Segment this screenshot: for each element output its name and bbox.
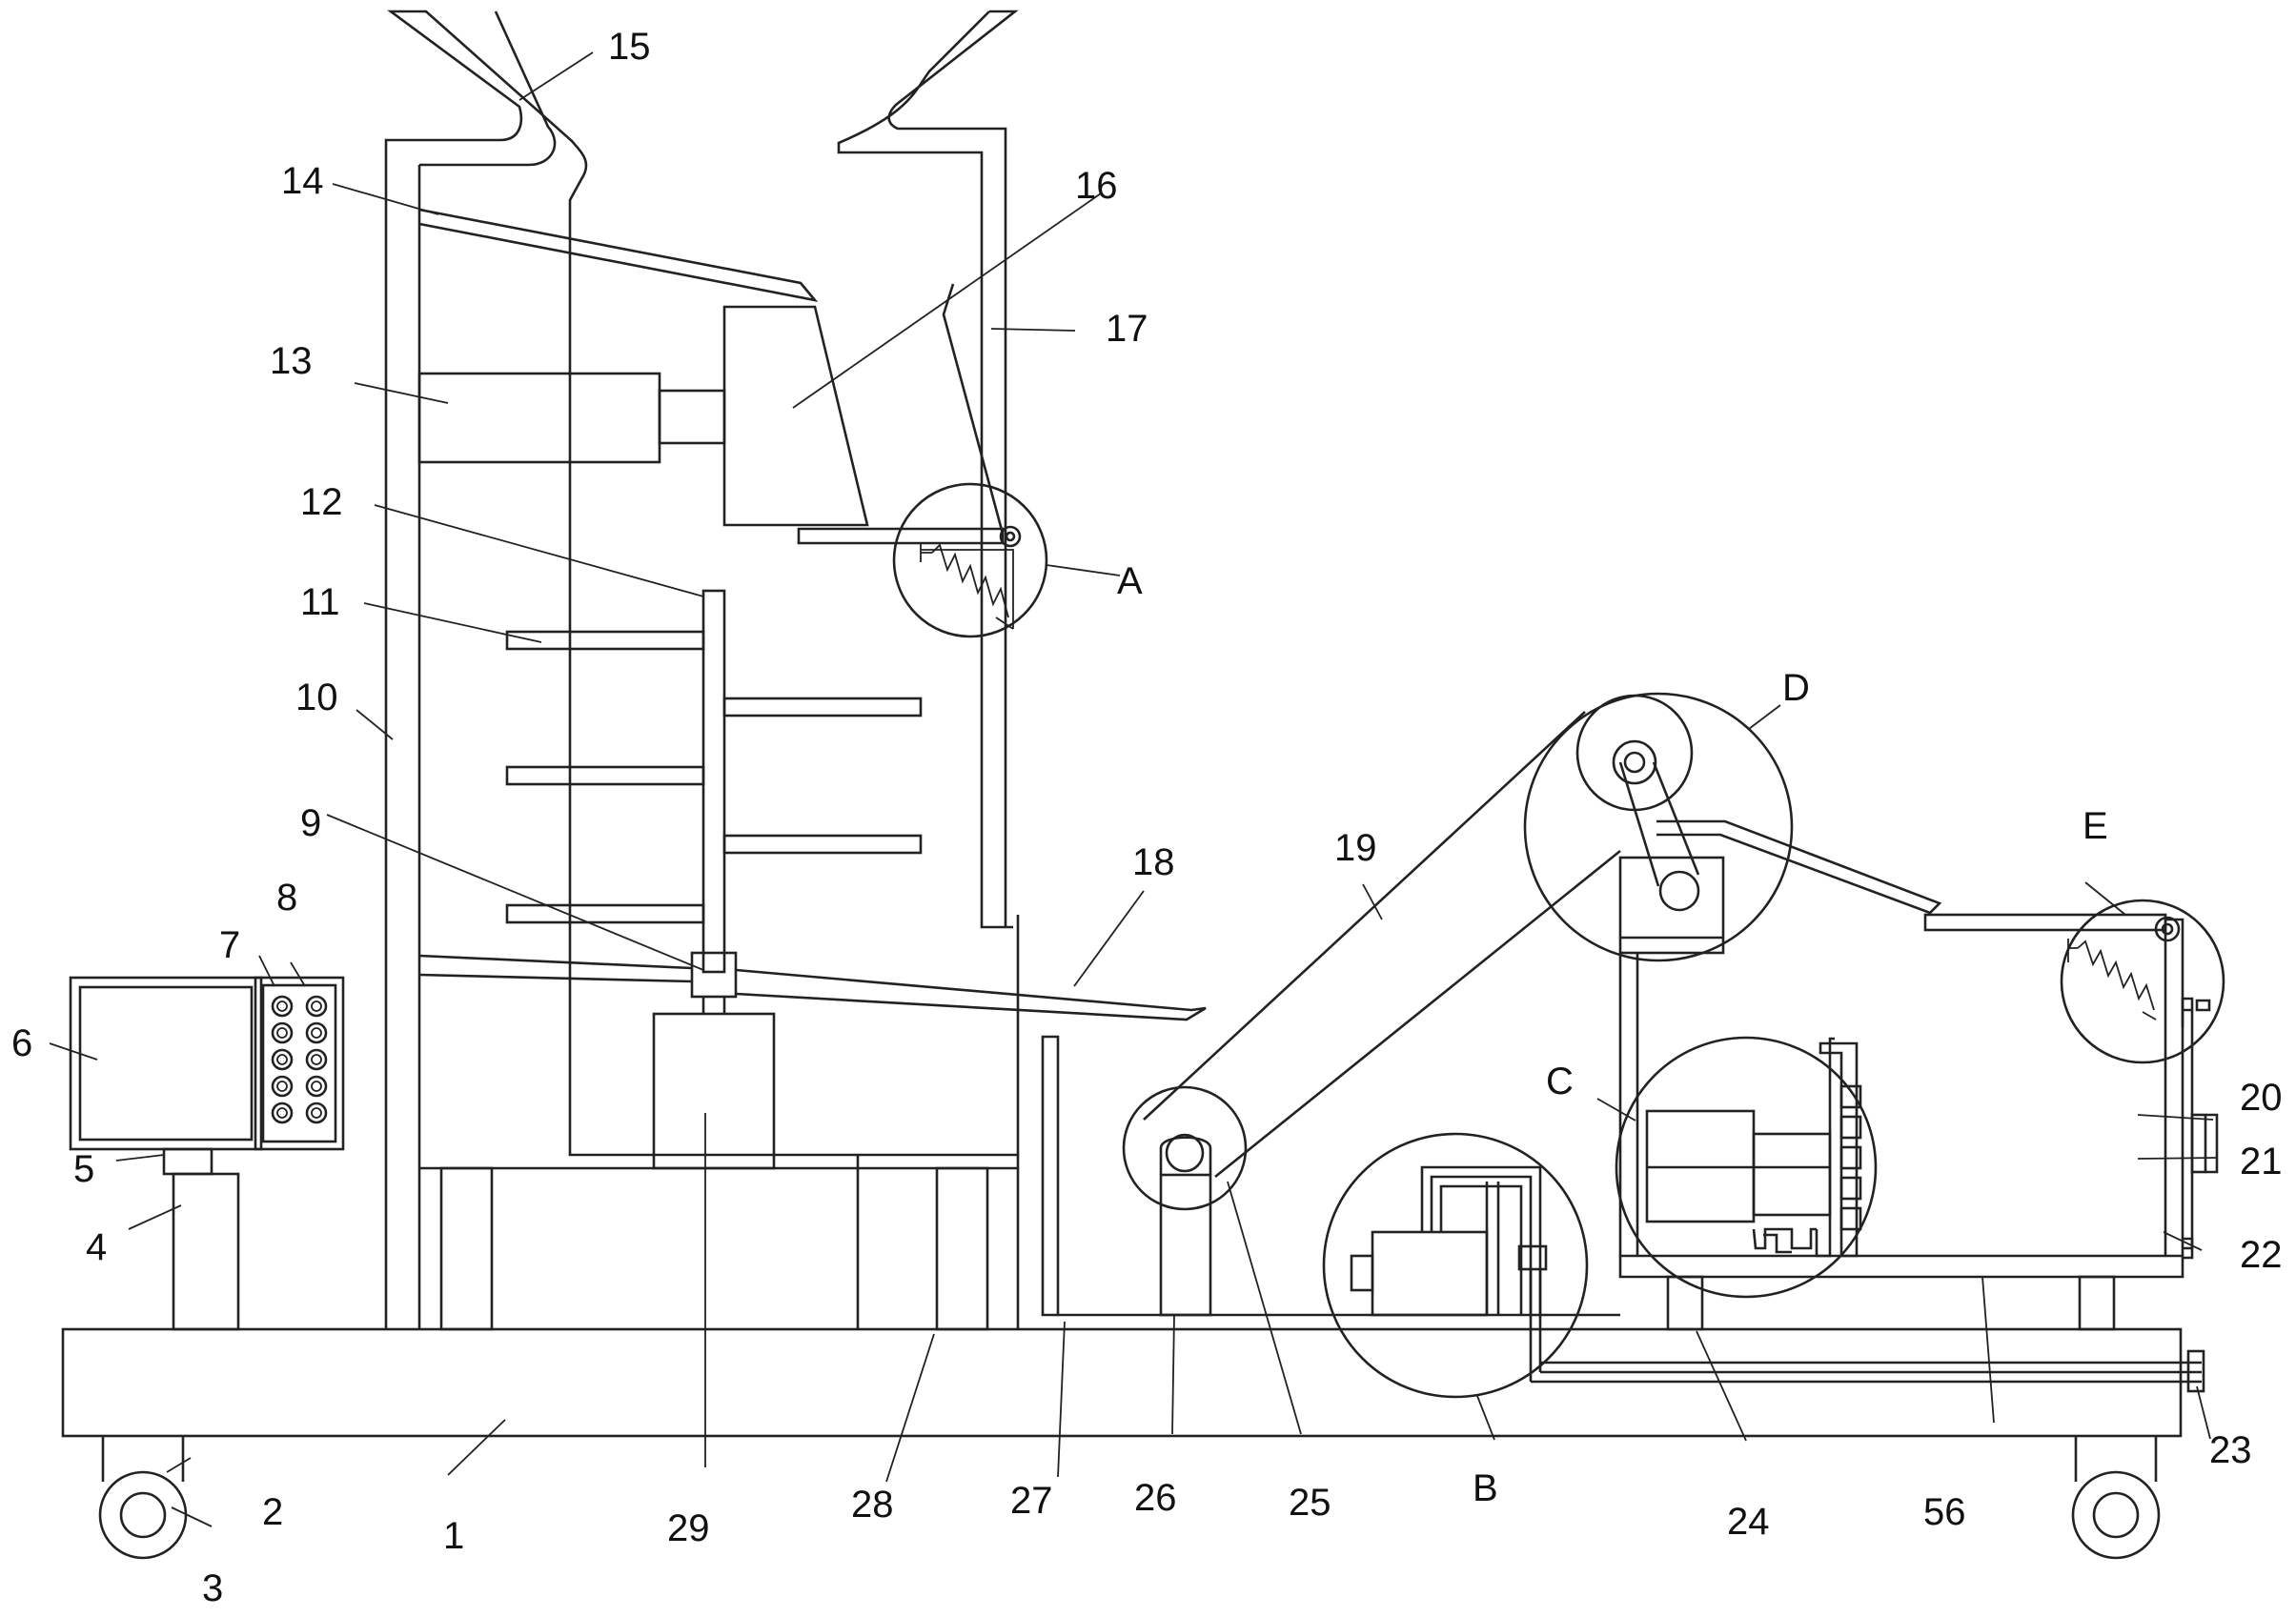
detail-circle-c xyxy=(1615,1036,1878,1299)
shaft-coupling xyxy=(690,951,738,999)
outlet-support xyxy=(1041,1035,1620,1317)
control-knob-center xyxy=(276,1054,288,1065)
label-8: 8 xyxy=(276,877,297,919)
control-post xyxy=(162,1147,240,1331)
control-knob xyxy=(271,1048,294,1071)
label-11: 11 xyxy=(300,581,340,623)
control-knob xyxy=(305,1075,328,1098)
control-knob xyxy=(305,1021,328,1044)
label-9: 9 xyxy=(300,802,321,844)
control-knob xyxy=(305,1048,328,1071)
label-22: 22 xyxy=(2240,1234,2283,1276)
stirring-paddles xyxy=(505,630,923,924)
label-7: 7 xyxy=(219,924,240,966)
main-housing xyxy=(384,10,1020,1331)
label-5: 5 xyxy=(73,1148,94,1190)
vibration-motor xyxy=(1645,1109,1832,1223)
label-23: 23 xyxy=(2209,1429,2252,1471)
label-detail-b: B xyxy=(1473,1467,1498,1509)
control-knob xyxy=(271,995,294,1018)
right-wheel xyxy=(2071,1436,2161,1560)
control-knob xyxy=(271,1075,294,1098)
label-detail-a: A xyxy=(1117,560,1143,602)
label-3: 3 xyxy=(202,1567,223,1609)
control-knob-center xyxy=(311,1001,322,1012)
stirring-shaft xyxy=(701,589,726,974)
control-knob-center xyxy=(276,1001,288,1012)
box-flap-spring xyxy=(2067,916,2181,1021)
collection-box xyxy=(1618,918,2184,1331)
control-knob xyxy=(305,995,328,1018)
conveyor-belt xyxy=(1143,711,1621,1179)
pusher-block xyxy=(722,305,869,527)
control-knob xyxy=(271,1102,294,1124)
control-knob-center xyxy=(311,1054,322,1065)
label-24: 24 xyxy=(1727,1501,1770,1543)
discharge-chute xyxy=(418,954,1207,1021)
label-56: 56 xyxy=(1923,1491,1966,1533)
detail-circle-a xyxy=(892,482,1048,638)
detail-circle-d xyxy=(1523,692,1794,962)
control-knob-center xyxy=(311,1027,322,1039)
label-18: 18 xyxy=(1132,841,1175,883)
label-16: 16 xyxy=(1075,165,1118,207)
label-detail-d: D xyxy=(1782,667,1810,709)
label-26: 26 xyxy=(1134,1477,1177,1519)
control-knob xyxy=(271,1021,294,1044)
leader-lines xyxy=(49,51,2218,1527)
label-2: 2 xyxy=(262,1491,283,1533)
lower-roller xyxy=(1122,1085,1248,1317)
detail-circle-b xyxy=(1322,1132,1589,1399)
screen-rack xyxy=(1819,1041,1862,1258)
control-knob-center xyxy=(276,1107,288,1119)
label-20: 20 xyxy=(2240,1077,2283,1119)
label-14: 14 xyxy=(281,160,324,202)
label-10: 10 xyxy=(295,677,338,718)
label-17: 17 xyxy=(1106,308,1148,350)
door-latch xyxy=(2190,1113,2219,1174)
guide-rods xyxy=(1531,1349,2205,1393)
left-wheel xyxy=(98,1436,188,1560)
drive-motor xyxy=(1350,1165,1548,1382)
label-detail-e: E xyxy=(2083,805,2108,847)
display-screen xyxy=(69,976,263,1151)
reference-labels: 1 2 3 4 5 6 7 8 9 10 11 12 13 14 15 16 1… xyxy=(11,26,2283,1609)
label-12: 12 xyxy=(300,481,343,523)
label-4: 4 xyxy=(86,1226,107,1268)
control-knob-center xyxy=(276,1027,288,1039)
label-29: 29 xyxy=(667,1507,710,1549)
label-15: 15 xyxy=(608,26,651,68)
deflector-plate xyxy=(418,208,819,302)
label-25: 25 xyxy=(1289,1482,1331,1524)
swing-gate xyxy=(797,283,1022,630)
label-21: 21 xyxy=(2240,1141,2283,1182)
cam-track xyxy=(1752,1037,1835,1258)
label-13: 13 xyxy=(270,340,313,382)
label-1: 1 xyxy=(443,1515,464,1557)
control-knob-center xyxy=(311,1107,322,1119)
control-knob xyxy=(305,1102,328,1124)
stirring-motor xyxy=(652,997,776,1170)
control-knob-center xyxy=(276,1081,288,1092)
detail-circle-e xyxy=(2060,899,2225,1064)
control-knob-center xyxy=(311,1081,322,1092)
label-detail-c: C xyxy=(1546,1061,1574,1102)
box-cover-plate xyxy=(1656,819,2167,932)
roller-bracket xyxy=(1618,761,1725,955)
label-28: 28 xyxy=(851,1484,894,1526)
label-19: 19 xyxy=(1334,827,1377,869)
label-27: 27 xyxy=(1010,1480,1053,1522)
push-cylinder xyxy=(417,372,726,464)
label-6: 6 xyxy=(11,1022,32,1064)
upper-roller xyxy=(1575,694,1694,812)
button-panel xyxy=(254,976,345,1151)
